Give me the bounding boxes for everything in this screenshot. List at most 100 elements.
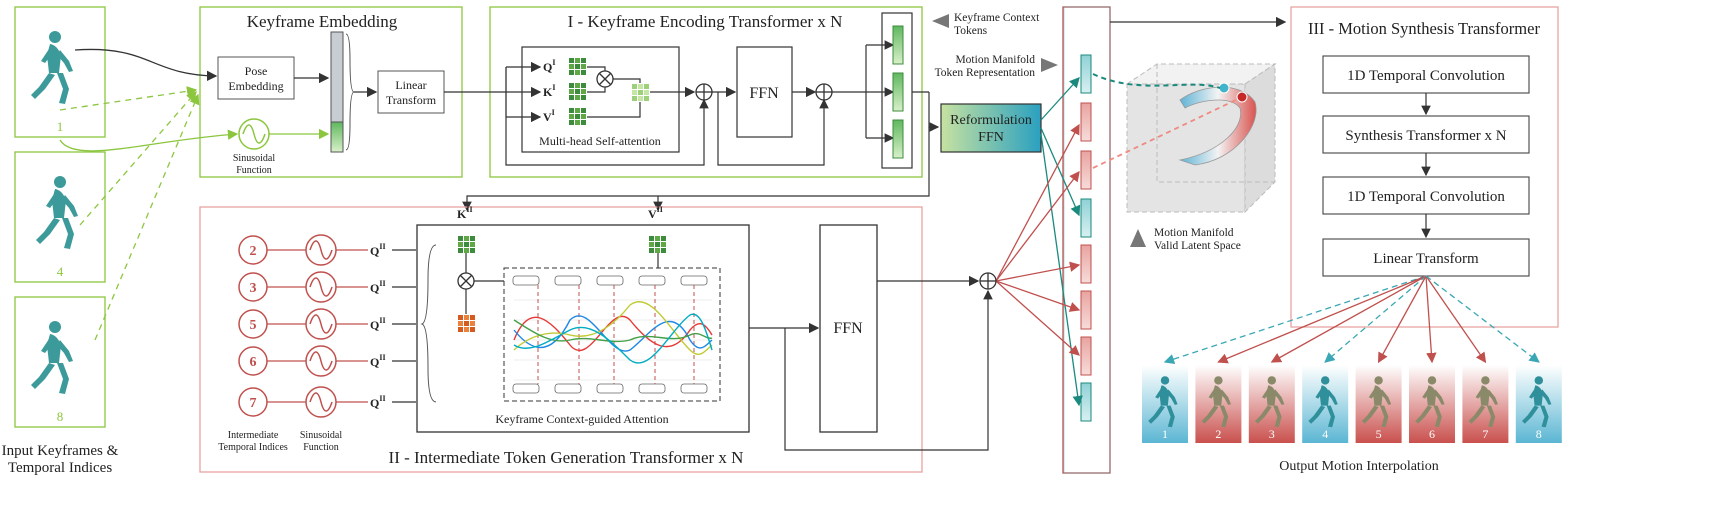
index-row: 7 QII [238, 386, 416, 418]
arrow [1040, 127, 1081, 217]
output-frame-label: 1 [1162, 427, 1168, 441]
output-arrow [1163, 275, 1427, 365]
sinusoidal-icon [238, 118, 270, 150]
intermediate-token-6 [1080, 290, 1092, 330]
reformulation-block: Reformulation FFN [462, 91, 1042, 212]
value-label: VI [543, 108, 555, 124]
line [587, 66, 606, 71]
synthesis-step-label: Linear Transform [1373, 251, 1479, 267]
synthesis-title: III - Motion Synthesis Transformer [1308, 19, 1540, 38]
residual-line [717, 92, 829, 166]
sinusoidal-icon [305, 308, 337, 340]
sinusoidal-icon [305, 234, 337, 266]
pose-figure-icon [36, 176, 78, 249]
synthesis-border [1290, 6, 1559, 328]
context-token-marker-icon [932, 14, 949, 28]
pose-figure-icon [31, 31, 73, 104]
context-token-stack [881, 12, 913, 169]
index-row: 3 QII [238, 271, 416, 303]
synthesis-step-label: Synthesis Transformer x N [1345, 128, 1506, 144]
encoder-ffn-label: FFN [749, 85, 779, 102]
index-row: 5 QII [238, 308, 416, 340]
arrow [995, 280, 1080, 356]
query-label: QII [370, 279, 386, 295]
key-matrix-icon [569, 83, 586, 100]
reformulation-label-2: FFN [978, 130, 1004, 145]
keyframe-embedding-block: Keyframe Embedding Pose Embedding Linear… [199, 6, 463, 178]
input-caption-line1: Input Keyframes & [2, 443, 119, 459]
synthesis-step-label: 1D Temporal Convolution [1347, 68, 1505, 84]
query-matrix-icon [569, 58, 586, 75]
value-label: VII [648, 205, 663, 221]
output-frame-label: 4 [1322, 427, 1328, 441]
token-legend: Keyframe Context Tokens Motion Manifold … [932, 12, 1241, 252]
add-icon [815, 83, 833, 101]
manifold-link-teal [1092, 73, 1221, 89]
manifold-ribbon [1178, 86, 1257, 166]
output-arrow [1270, 275, 1427, 363]
output-arrow [1217, 275, 1427, 364]
pose-embedding-label-1: Pose [245, 64, 268, 78]
self-attention-box [521, 46, 680, 153]
sinusoidal-icon [305, 271, 337, 303]
index-label: 2 [250, 244, 257, 259]
input-connections [59, 48, 239, 341]
encoder-title: I - Keyframe Encoding Transformer x N [568, 12, 843, 31]
index-label: 6 [250, 355, 257, 370]
synthesis-step-label: 1D Temporal Convolution [1347, 189, 1505, 205]
cube-hidden-edge [1156, 64, 1275, 183]
key-label: KII [457, 205, 473, 221]
keyframe-token-4 [1080, 198, 1092, 238]
line [587, 102, 641, 118]
index-row: 6 QII [238, 345, 416, 377]
token-column [995, 6, 1287, 474]
index-label: 3 [250, 281, 257, 296]
context-token [892, 119, 904, 159]
output-frame-label: 8 [1536, 427, 1542, 441]
generator-block: II - Intermediate Token Generation Trans… [199, 205, 997, 473]
context-plot-key-slots [512, 275, 708, 394]
linear-transform-box [377, 70, 445, 114]
arrow [995, 261, 1081, 282]
key-matrix-icon [458, 236, 475, 253]
manifold-token-label-2: Token Representation [935, 67, 1036, 79]
output-frame-label: 3 [1269, 427, 1275, 441]
output-frame-label: 5 [1376, 427, 1382, 441]
input-keyframes: 1 4 8 Input Keyframes & Temporal Indices [2, 6, 119, 476]
arrow [995, 123, 1080, 282]
context-token-label-2: Tokens [954, 25, 988, 37]
query-label: QII [370, 353, 386, 369]
arrow [74, 48, 218, 82]
context-attention-label: Keyframe Context-guided Attention [495, 412, 668, 426]
arrow [995, 280, 1081, 312]
input-caption-line2: Temporal Indices [8, 460, 112, 476]
encoder-ffn-box [736, 46, 793, 138]
embedding-title: Keyframe Embedding [247, 12, 398, 31]
add-icon [979, 272, 997, 290]
input-frame-label: 4 [57, 264, 64, 279]
indices-caption-2: Temporal Indices [218, 442, 288, 453]
keyframe-token-8 [1080, 382, 1092, 422]
input-frame-box-1 [14, 6, 106, 138]
context-plot-curves [513, 301, 713, 364]
input-frame-box-8 [14, 296, 106, 428]
multiply-icon [596, 70, 614, 88]
sinusoidal-caption-2: Function [303, 442, 339, 453]
pose-token-bar [330, 31, 344, 123]
encoder-block: I - Keyframe Encoding Transformer x N QI… [444, 6, 923, 178]
attention-weight-matrix-icon [458, 315, 475, 332]
manifold-token-marker-icon [1041, 58, 1058, 72]
token-column-border-teal [1063, 6, 1111, 474]
sinusoidal-icon [305, 386, 337, 418]
pose-embedding-box [217, 56, 295, 100]
cube-side [1244, 63, 1276, 214]
query-brace [420, 244, 437, 403]
input-frame-box-4 [14, 151, 106, 283]
arrow [928, 92, 940, 132]
synthesis-step-box [1322, 115, 1530, 154]
generator-border [199, 206, 923, 473]
output-arrow [1425, 275, 1540, 363]
query-label: QII [370, 316, 386, 332]
indices-caption-1: Intermediate [228, 430, 279, 441]
